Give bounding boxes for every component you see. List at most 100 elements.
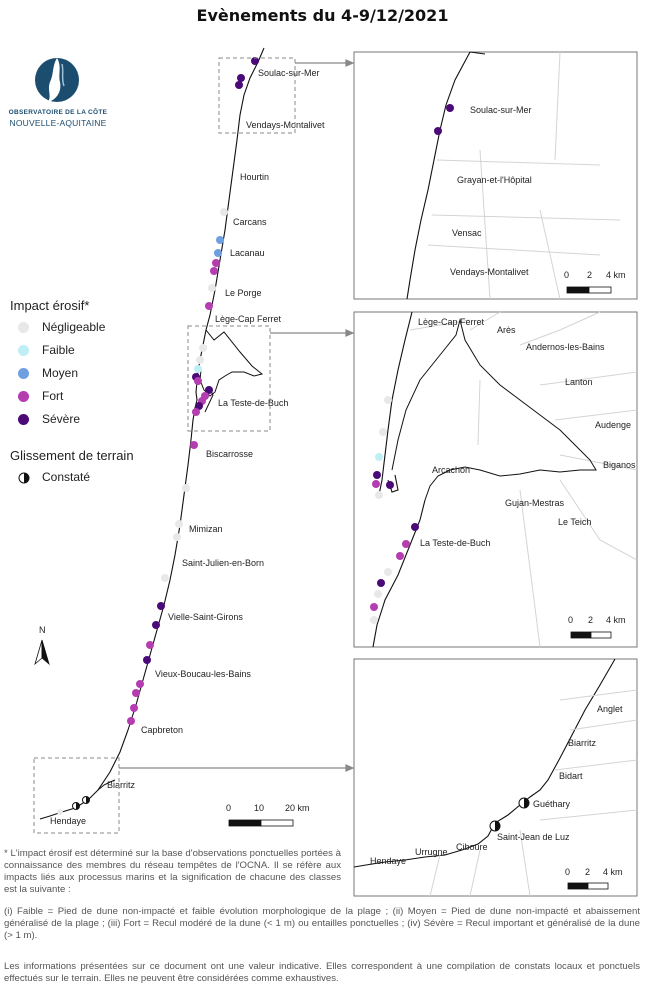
event-marker-negligeable[interactable] <box>57 809 63 815</box>
event-marker-fort[interactable] <box>194 377 202 385</box>
place-label: Biarritz <box>568 738 597 748</box>
place-label: Biscarrosse <box>206 449 253 459</box>
legend-item-faible: Faible <box>10 342 180 365</box>
place-label: Soulac-sur-Mer <box>258 68 320 78</box>
north-arrow-label: N <box>39 625 46 635</box>
event-marker-severe[interactable] <box>237 74 245 82</box>
place-label: Arcachon <box>432 465 470 475</box>
event-marker-negligeable[interactable] <box>161 574 169 582</box>
legend-item-fort: Fort <box>10 388 180 411</box>
event-marker-fort[interactable] <box>130 704 138 712</box>
inset-frame-north[interactable] <box>218 57 296 134</box>
inset-arcachon-scale-bar: 0 2 4 km <box>568 615 626 639</box>
scale-tick: 2 <box>585 867 590 877</box>
event-marker-severe[interactable] <box>377 579 385 587</box>
legend-label: Moyen <box>42 366 79 380</box>
event-marker-severe[interactable] <box>143 656 151 664</box>
footnote-methodology: * L'impact érosif est déterminé sur la b… <box>4 848 341 895</box>
place-label: Vielle-Saint-Girons <box>168 612 243 622</box>
place-label: Bidart <box>559 771 583 781</box>
event-marker-fort[interactable] <box>127 717 135 725</box>
event-marker-severe[interactable] <box>195 402 203 410</box>
main-event-markers <box>57 57 259 815</box>
event-marker-severe[interactable] <box>152 621 160 629</box>
event-marker-moyen[interactable] <box>216 236 224 244</box>
event-marker-faible[interactable] <box>194 365 202 373</box>
inset-north: Soulac-sur-Mer Grayan-et-l'Hôpital Vensa… <box>353 51 638 300</box>
inset-frame-south[interactable] <box>33 757 120 834</box>
place-label: Andernos-les-Bains <box>526 342 605 352</box>
place-label: Biarritz <box>107 780 136 790</box>
landslide-marker[interactable] <box>82 796 90 804</box>
main-coastline <box>39 47 265 820</box>
legend-landslide-title: Glissement de terrain <box>10 448 134 463</box>
place-label: Vendays-Montalivet <box>246 120 325 130</box>
event-marker-severe[interactable] <box>386 481 394 489</box>
landslide-marker[interactable] <box>518 797 530 809</box>
scale-tick: 0 <box>226 803 231 813</box>
place-label: Lège-Cap Ferret <box>418 317 485 327</box>
event-marker-moyen[interactable] <box>214 249 222 257</box>
event-marker-fort[interactable] <box>192 408 200 416</box>
inset-north-scale-bar: 0 2 4 km <box>564 270 626 294</box>
place-label: Lanton <box>565 377 593 387</box>
inset-frame-arcachon[interactable] <box>187 325 271 432</box>
scale-tick: 2 <box>588 615 593 625</box>
place-label: Audenge <box>595 420 631 430</box>
event-marker-faible[interactable] <box>375 453 383 461</box>
event-marker-severe[interactable] <box>373 471 381 479</box>
place-label: Le Porge <box>225 288 262 298</box>
event-marker-severe[interactable] <box>205 386 213 394</box>
landslide-icon <box>18 472 30 484</box>
north-arrow: N <box>34 625 50 666</box>
event-marker-severe[interactable] <box>411 523 419 531</box>
legend-label: Constaté <box>42 470 91 484</box>
event-marker-fort[interactable] <box>136 680 144 688</box>
event-marker-negligeable[interactable] <box>199 344 207 352</box>
event-marker-fort[interactable] <box>372 480 380 488</box>
place-label: Biganos <box>603 460 636 470</box>
place-label: Lacanau <box>230 248 265 258</box>
event-marker-fort[interactable] <box>146 641 154 649</box>
landslide-marker[interactable] <box>72 802 80 810</box>
legend-dot-moyen <box>18 368 29 379</box>
event-marker-negligeable[interactable] <box>370 616 378 624</box>
event-marker-negligeable[interactable] <box>375 491 383 499</box>
landslide-marker[interactable] <box>489 820 501 832</box>
event-marker-negligeable[interactable] <box>384 396 392 404</box>
event-marker-negligeable[interactable] <box>182 484 190 492</box>
scale-tick: 0 <box>568 615 573 625</box>
event-marker-fort[interactable] <box>402 540 410 548</box>
event-marker-severe[interactable] <box>235 81 243 89</box>
event-marker-fort[interactable] <box>205 302 213 310</box>
event-marker-negligeable[interactable] <box>208 284 216 292</box>
event-marker-fort[interactable] <box>396 552 404 560</box>
event-marker-fort[interactable] <box>132 689 140 697</box>
legend-item-severe: Sévère <box>10 411 180 434</box>
event-marker-negligeable[interactable] <box>220 208 228 216</box>
place-label: Soulac-sur-Mer <box>470 105 532 115</box>
inset-arcachon: Lège-Cap Ferret Arès Andernos-les-Bains … <box>353 311 638 648</box>
place-label: Guéthary <box>533 799 571 809</box>
event-marker-severe[interactable] <box>446 104 454 112</box>
legend-dot-severe <box>18 414 29 425</box>
event-marker-fort[interactable] <box>370 603 378 611</box>
event-marker-negligeable[interactable] <box>196 356 204 364</box>
event-marker-negligeable[interactable] <box>173 533 181 541</box>
event-marker-severe[interactable] <box>251 57 259 65</box>
event-marker-negligeable[interactable] <box>379 428 387 436</box>
event-marker-negligeable[interactable] <box>374 590 382 598</box>
logo-text-line2: NOUVELLE-AQUITAINE <box>9 118 107 128</box>
event-marker-fort[interactable] <box>190 441 198 449</box>
event-marker-negligeable[interactable] <box>384 568 392 576</box>
legend-label: Faible <box>42 343 75 357</box>
legend-item-negligeable: Négligeable <box>10 319 180 342</box>
event-marker-severe[interactable] <box>157 602 165 610</box>
event-marker-fort[interactable] <box>210 267 218 275</box>
place-label: Carcans <box>233 217 267 227</box>
event-marker-negligeable[interactable] <box>175 520 183 528</box>
scale-tick: 4 km <box>606 270 626 280</box>
event-marker-severe[interactable] <box>434 127 442 135</box>
event-marker-fort[interactable] <box>212 259 220 267</box>
place-label: Anglet <box>597 704 623 714</box>
